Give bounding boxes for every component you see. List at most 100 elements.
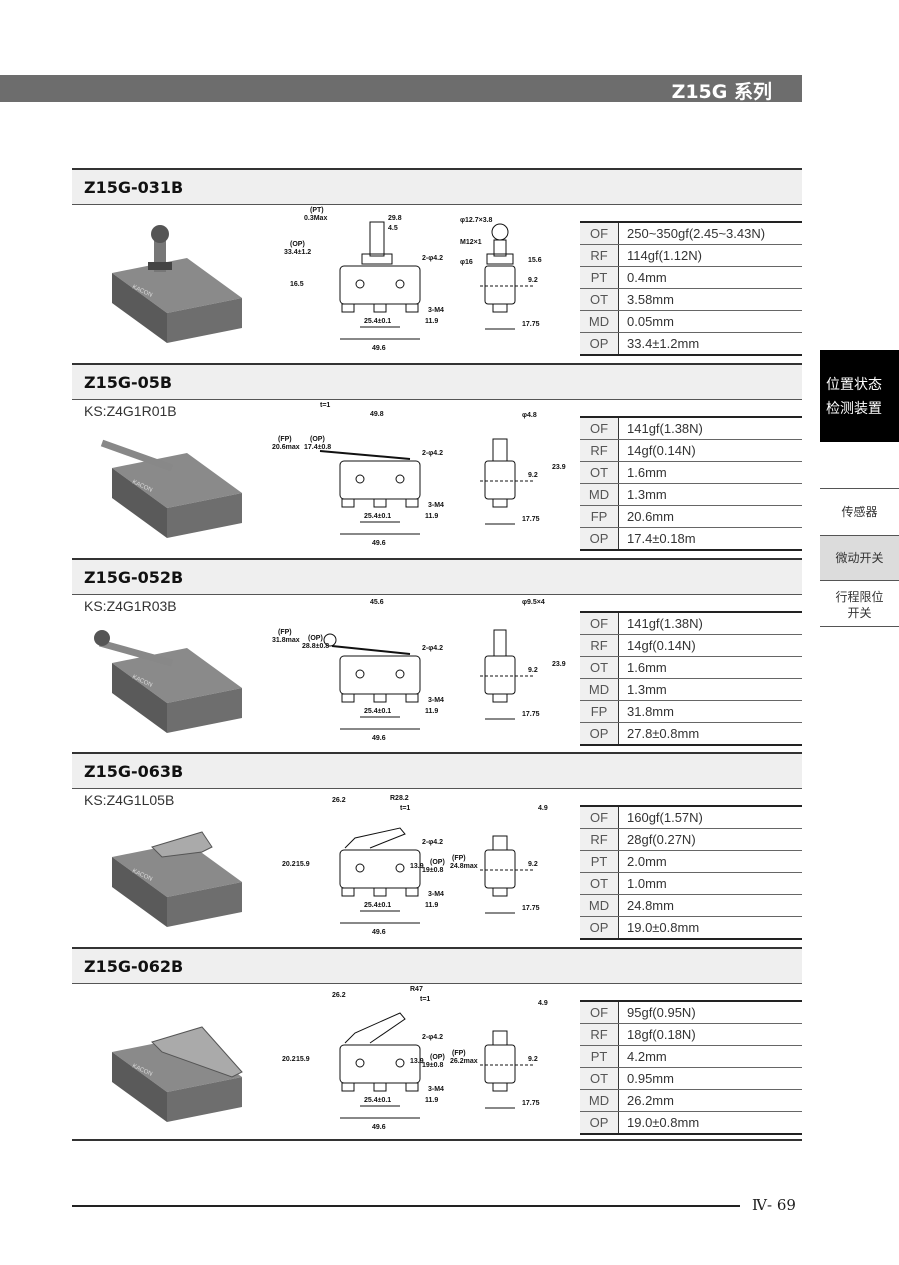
switch-top — [112, 453, 242, 508]
section-header: Z15G-05B — [72, 363, 802, 400]
dim-label: t=1 — [400, 805, 410, 812]
spec-value: 1.3mm — [618, 678, 802, 701]
spec-key: OT — [580, 656, 619, 679]
dim-label: 4.5 — [388, 225, 398, 232]
section-header: Z15G-031B — [72, 168, 802, 205]
sidebar-item-limit-switch[interactable]: 行程限位开关 — [820, 580, 899, 627]
dim-side-height: 9.2 — [528, 667, 538, 674]
dim-width: 49.6 — [372, 1124, 386, 1131]
sidebar-category-line: 位置状态 — [826, 376, 882, 392]
dim-screws: 3-M4 — [428, 502, 444, 509]
dim-label: 16.5 — [290, 281, 304, 288]
dim-label: 28.8±0.8 — [302, 643, 329, 650]
dim-pitch: 25.4±0.1 — [364, 708, 391, 715]
spec-value: 2.0mm — [618, 850, 802, 873]
dim-label: 19±0.8 — [422, 867, 443, 874]
spec-value: 4.2mm — [618, 1045, 802, 1068]
front-view-body — [339, 655, 421, 695]
dim-side-height: 9.2 — [528, 861, 538, 868]
switch-front — [167, 298, 242, 343]
spec-key: RF — [580, 439, 619, 462]
spec-value: 14gf(0.14N) — [618, 634, 802, 657]
spec-value: 1.0mm — [618, 872, 802, 895]
spec-value: 20.6mm — [618, 505, 802, 528]
switch-side — [112, 468, 167, 538]
switch-front — [167, 882, 242, 927]
dim-right: 11.9 — [425, 902, 438, 909]
side-view-body — [484, 655, 516, 695]
dim-label: R47 — [410, 986, 423, 993]
dim-label: 49.8 — [370, 411, 384, 418]
spec-value: 1.6mm — [618, 461, 802, 484]
dim-label: 26.2 — [332, 992, 346, 999]
spec-value: 160gf(1.57N) — [618, 806, 802, 829]
footer-divider — [72, 1205, 740, 1207]
dim-label: t=1 — [420, 996, 430, 1003]
front-view-body — [339, 265, 421, 305]
spec-key: FP — [580, 700, 619, 723]
spec-key: OP — [580, 1111, 619, 1134]
spec-value: 26.2mm — [618, 1089, 802, 1112]
spec-value: 28gf(0.27N) — [618, 828, 802, 851]
product-photo: KACON — [100, 439, 242, 538]
dim-width: 49.6 — [372, 345, 386, 352]
sidebar-item-microswitch[interactable]: 微动开关 — [820, 535, 899, 580]
spec-key: OF — [580, 806, 619, 829]
dim-label: t=1 — [320, 402, 330, 409]
dim-side-height: 9.2 — [528, 277, 538, 284]
series-title: Z15G 系列 — [671, 81, 772, 103]
spec-key: OT — [580, 288, 619, 311]
dim-label: (FP) — [452, 855, 466, 862]
dim-screws: 3-M4 — [428, 891, 444, 898]
switch-side — [112, 857, 167, 927]
ks-code: KS:Z4G1L05B — [84, 792, 175, 808]
sidebar-item-label: 传感器 — [841, 505, 878, 519]
sidebar-item-sensor[interactable]: 传感器 — [820, 488, 899, 535]
dim-side-width: 17.75 — [522, 321, 540, 328]
spec-key: OP — [580, 332, 619, 355]
spec-key: MD — [580, 1089, 619, 1112]
spec-key: OP — [580, 527, 619, 550]
front-view-body — [339, 460, 421, 500]
dim-label: 45.6 — [370, 599, 384, 606]
side-view-body — [484, 1044, 516, 1084]
dim-label: φ4.8 — [522, 412, 537, 419]
dim-label: M12×1 — [460, 239, 482, 246]
dim-label: 31.8max — [272, 637, 300, 644]
divider — [72, 1139, 802, 1141]
spec-key: FP — [580, 505, 619, 528]
dim-holes: 2-φ4.2 — [422, 450, 443, 457]
dim-label: 26.2max — [450, 1058, 478, 1065]
model-name: Z15G-062B — [84, 957, 184, 976]
side-view-body — [484, 265, 516, 305]
side-view-body — [484, 460, 516, 500]
dim-side-height: 9.2 — [528, 472, 538, 479]
dim-holes: 2-φ4.2 — [422, 1034, 443, 1041]
switch-front — [167, 493, 242, 538]
dim-screws: 3-M4 — [428, 1086, 444, 1093]
model-name: Z15G-05B — [84, 373, 173, 392]
dim-label: φ16 — [460, 259, 473, 266]
spec-key: OP — [580, 722, 619, 745]
